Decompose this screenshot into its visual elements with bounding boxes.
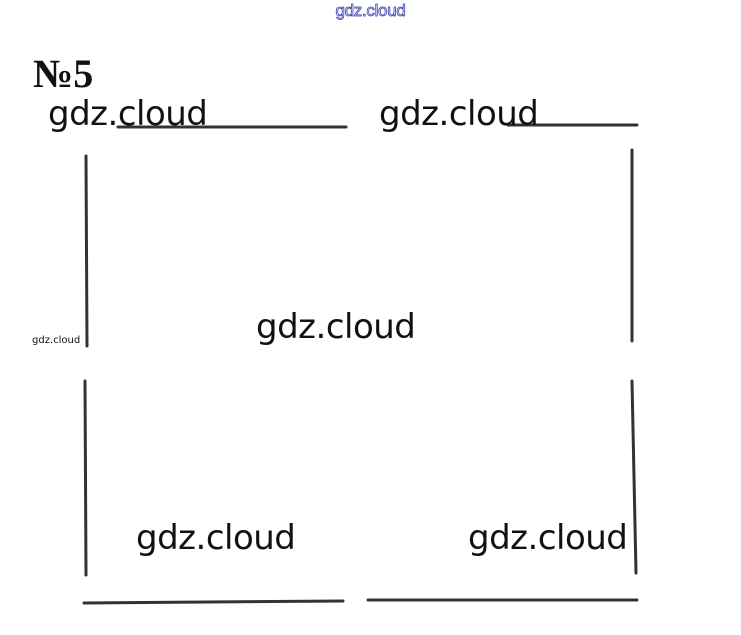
watermark-top-right: gdz.cloud xyxy=(379,94,539,134)
watermark-left-small: gdz.cloud xyxy=(32,335,81,346)
bottom-edge-left-segment xyxy=(82,599,345,605)
task-number: №5 xyxy=(33,51,94,96)
watermark-bottom-right: gdz.cloud xyxy=(468,518,628,558)
header-watermark: gdz.cloud xyxy=(335,1,406,21)
watermark-center: gdz.cloud xyxy=(256,307,416,347)
watermark-bottom-left: gdz.cloud xyxy=(136,518,296,558)
left-edge-lower-segment xyxy=(83,379,88,577)
left-edge-upper-segment xyxy=(84,154,89,348)
watermark-top-left: gdz.cloud xyxy=(48,94,208,134)
right-edge-lower-segment xyxy=(630,379,638,575)
